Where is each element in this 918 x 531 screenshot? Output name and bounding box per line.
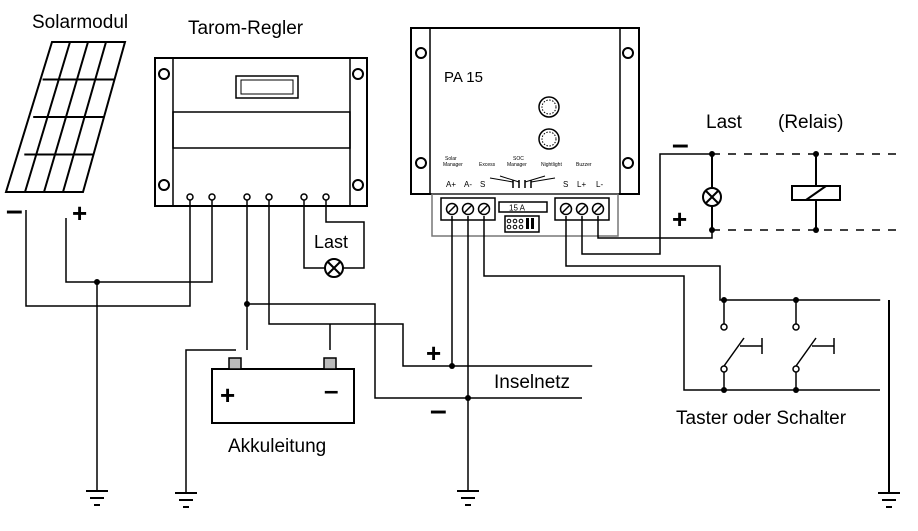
ground-symbols bbox=[86, 300, 900, 508]
terminal-s-left: S bbox=[480, 180, 485, 189]
buzzer-label: Buzzer bbox=[576, 162, 592, 168]
switch-2 bbox=[792, 323, 835, 373]
akkuleitung-label: Akkuleitung bbox=[228, 436, 326, 457]
inselnetz-plus-sign: + bbox=[426, 338, 441, 368]
pa15-device bbox=[410, 27, 640, 237]
nightlight-label: Nightlight bbox=[541, 162, 562, 168]
solar-minus-sign: – bbox=[6, 194, 23, 227]
terminal-s-right: S bbox=[563, 180, 568, 189]
battery-plus-sign: + bbox=[220, 380, 235, 410]
switch-1 bbox=[720, 323, 763, 373]
pa15-label: PA 15 bbox=[444, 69, 483, 86]
last-top-label: Last bbox=[706, 112, 743, 133]
soc-manager-label-2: Manager bbox=[507, 162, 527, 168]
load-minus-sign: – bbox=[672, 128, 689, 161]
taster-label: Taster oder Schalter bbox=[676, 408, 847, 429]
wires bbox=[25, 153, 880, 492]
battery-minus-sign: – bbox=[324, 375, 338, 405]
relay-symbol bbox=[791, 154, 841, 230]
solar-module bbox=[4, 41, 127, 193]
load-plus-sign: + bbox=[672, 204, 687, 234]
terminal-l-plus: L+ bbox=[577, 180, 586, 189]
solarmodul-label: Solarmodul bbox=[32, 12, 128, 33]
inselnetz-minus-sign: – bbox=[430, 394, 447, 427]
terminal-a-plus: A+ bbox=[446, 180, 456, 189]
load-lamp bbox=[702, 154, 722, 230]
pa15-screw-terminals bbox=[445, 202, 605, 216]
solar-manager-label-1: Solar bbox=[445, 156, 457, 162]
terminal-a-minus: A- bbox=[464, 180, 472, 189]
tarom-regler-label: Tarom-Regler bbox=[188, 18, 304, 39]
soc-manager-label-1: SOC bbox=[513, 156, 524, 162]
last-box-label: Last bbox=[314, 232, 348, 252]
inselnetz-label: Inselnetz bbox=[494, 372, 570, 393]
tarom-regler bbox=[154, 57, 368, 207]
tarom-load-lamp bbox=[324, 258, 344, 278]
solar-plus-sign: + bbox=[72, 198, 87, 228]
connection-dots bbox=[94, 151, 819, 401]
fuse-label: 15 A bbox=[509, 204, 526, 213]
solar-manager-label-2: Manager bbox=[443, 162, 463, 168]
relais-label: (Relais) bbox=[778, 112, 843, 133]
terminal-l-minus: L- bbox=[596, 180, 603, 189]
dip-switch-block bbox=[506, 218, 534, 230]
battery bbox=[211, 357, 355, 424]
excess-label: Excess bbox=[479, 162, 496, 168]
